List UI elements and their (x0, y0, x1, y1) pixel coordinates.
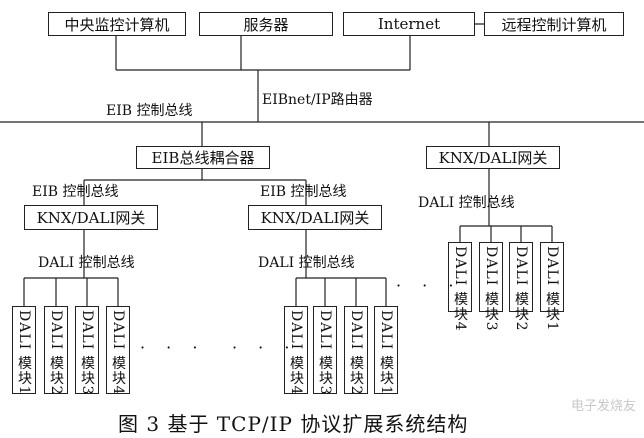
module-label: DALI 模块2 (48, 310, 64, 396)
knx-dali-gateway-mid-box: KNX/DALI网关 (248, 205, 382, 230)
ellipsis-right: · · · (396, 276, 462, 295)
figure-caption: 图 3 基于 TCP/IP 协议扩展系统结构 (118, 412, 469, 436)
module-label: DALI 模块4 (110, 310, 126, 396)
internet-box: Internet (343, 12, 475, 36)
dali-bus-mid-label: DALI 控制总线 (258, 255, 355, 271)
dali-module-left-4: DALI 模块4 (106, 306, 130, 396)
remote-control-computer-label: 远程控制计算机 (501, 15, 607, 34)
dali-module-left-1: DALI 模块1 (12, 306, 36, 396)
knx-dali-gateway-left-box: KNX/DALI网关 (24, 205, 158, 230)
dali-bus-right-label: DALI 控制总线 (418, 195, 515, 211)
module-label: DALI 模块1 (378, 310, 394, 396)
watermark-logo: 电子发烧友 (570, 399, 636, 414)
ellipsis-mid: · · · (232, 338, 298, 357)
eib-bus-coupler-label: EIB总线耦合器 (151, 149, 255, 167)
eib-bus-mid-label: EIB 控制总线 (260, 184, 347, 200)
eib-bus-coupler-box: EIB总线耦合器 (136, 146, 270, 169)
dali-bus-left-label: DALI 控制总线 (38, 255, 135, 271)
knx-dali-gateway-left-label: KNX/DALI网关 (36, 209, 146, 227)
dali-module-right-1: DALI 模块4 (448, 242, 472, 332)
module-label: DALI 模块3 (79, 310, 95, 396)
server-box: 服务器 (199, 12, 333, 36)
module-label: DALI 模块2 (348, 310, 364, 396)
router-label: EIBnet/IP路由器 (262, 92, 373, 108)
dali-module-right-3: DALI 模块2 (509, 242, 533, 332)
module-label: DALI 模块1 (16, 310, 32, 396)
dali-module-left-3: DALI 模块3 (75, 306, 99, 396)
dali-module-mid-2: DALI 模块3 (313, 306, 337, 396)
module-label: DALI 模块3 (317, 310, 333, 396)
knx-dali-gateway-right-label: KNX/DALI网关 (438, 149, 548, 167)
server-label: 服务器 (243, 15, 289, 34)
module-label: DALI 模块4 (288, 310, 304, 396)
eib-main-bus-label: EIB 控制总线 (106, 103, 193, 119)
central-monitor-computer-label: 中央监控计算机 (64, 15, 170, 34)
module-label: DALI 模块4 (452, 246, 468, 332)
dali-module-right-4: DALI 模块1 (540, 242, 564, 332)
internet-label: Internet (377, 15, 441, 33)
ellipsis-left: · · · (140, 338, 206, 357)
eib-bus-left-label: EIB 控制总线 (32, 184, 119, 200)
dali-module-left-2: DALI 模块2 (44, 306, 68, 396)
knx-dali-gateway-right-box: KNX/DALI网关 (426, 146, 560, 169)
central-monitor-computer-box: 中央监控计算机 (48, 12, 186, 36)
module-label: DALI 模块1 (544, 246, 560, 332)
remote-control-computer-box: 远程控制计算机 (484, 12, 624, 36)
dali-module-mid-1: DALI 模块4 (284, 306, 308, 396)
module-label: DALI 模块2 (513, 246, 529, 332)
dali-module-mid-4: DALI 模块1 (374, 306, 398, 396)
module-label: DALI 模块3 (483, 246, 499, 332)
dali-module-mid-3: DALI 模块2 (344, 306, 368, 396)
dali-module-right-2: DALI 模块3 (479, 242, 503, 332)
knx-dali-gateway-mid-label: KNX/DALI网关 (260, 209, 370, 227)
